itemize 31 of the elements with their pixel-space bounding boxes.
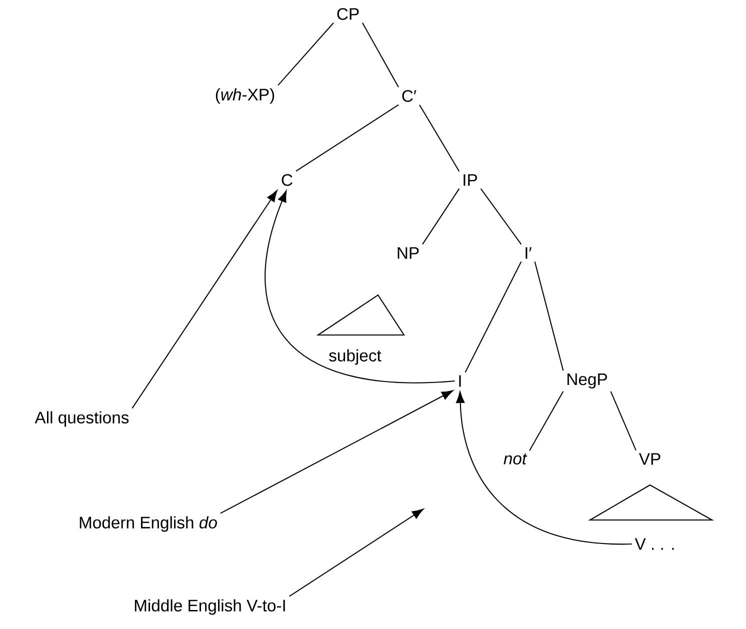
arrow	[132, 190, 278, 409]
arrow	[456, 391, 632, 545]
tree-branch	[534, 262, 564, 371]
tree-node-label: C′	[402, 90, 416, 102]
arrow	[264, 190, 455, 384]
tree-branch	[529, 391, 564, 451]
arrow	[220, 390, 454, 514]
tree-node-label: not	[504, 454, 528, 464]
leaf-label: V . . .	[634, 538, 674, 550]
arrow	[289, 508, 424, 597]
tree-branch	[296, 104, 399, 172]
leaf-label: subject	[329, 349, 382, 365]
tree-branch	[422, 188, 460, 245]
tree-node-label: CP	[337, 8, 359, 20]
tree-node-label: IP	[464, 174, 477, 186]
annotation-label: Middle English V-to-I	[134, 599, 285, 615]
tree-node-label: I	[459, 375, 461, 387]
annotation-label: Modern English do	[80, 516, 217, 532]
tree-branch	[362, 22, 399, 88]
tree-node-label: C	[282, 174, 292, 186]
tree-node-label: NP	[398, 247, 419, 259]
tree-node-label: NegP	[568, 374, 607, 388]
tree-branch	[480, 188, 522, 245]
tree-node-label: VP	[638, 453, 660, 465]
tree-node-label: (wh-XP)	[216, 88, 274, 104]
annotation-label: All questions	[34, 411, 129, 427]
tree-branch	[464, 261, 522, 373]
tree-node-label: I′	[526, 247, 532, 259]
tree-branch	[610, 391, 636, 451]
tree-branch	[419, 104, 460, 172]
tree-branch	[278, 22, 334, 86]
